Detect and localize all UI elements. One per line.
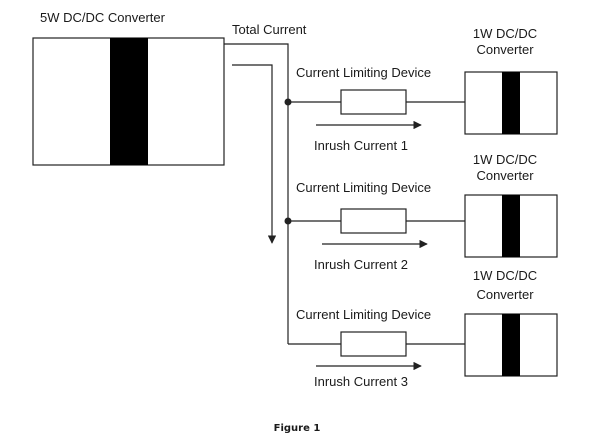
figure-caption: Figure 1 bbox=[274, 423, 321, 434]
main-converter-label: 5W DC/DC Converter bbox=[40, 10, 166, 25]
current-limiting-device-3 bbox=[340, 331, 407, 357]
current-limiting-device-2 bbox=[340, 208, 407, 234]
branch-2: Current Limiting Device 1W DC/DC Convert… bbox=[284, 152, 558, 272]
converter-2-label-line-2: Converter bbox=[476, 168, 534, 183]
converter-1-core bbox=[502, 72, 520, 134]
device-label-1: Current Limiting Device bbox=[296, 65, 431, 80]
supply-bus-wire bbox=[224, 43, 289, 344]
branch-1: Current Limiting Device 1W DC/DC Convert… bbox=[284, 26, 558, 153]
device-label-2: Current Limiting Device bbox=[296, 180, 431, 195]
converter-1-label-line-1: 1W DC/DC bbox=[473, 26, 537, 41]
current-limiting-device-1 bbox=[340, 89, 407, 115]
device-label-3: Current Limiting Device bbox=[296, 307, 431, 322]
converter-3-label-line-1: 1W DC/DC bbox=[473, 268, 537, 283]
total-current-label: Total Current bbox=[232, 22, 307, 37]
converter-3-core bbox=[502, 314, 520, 376]
converter-3-label-line-2: Converter bbox=[476, 287, 534, 302]
main-converter-core bbox=[110, 38, 148, 165]
inrush-label-1: Inrush Current 1 bbox=[314, 138, 408, 153]
total-current-arrow bbox=[232, 64, 277, 244]
branch-3: Current Limiting Device 1W DC/DC Convert… bbox=[288, 268, 558, 389]
converter-2-label-line-1: 1W DC/DC bbox=[473, 152, 537, 167]
converter-1-label-line-2: Converter bbox=[476, 42, 534, 57]
inrush-label-2: Inrush Current 2 bbox=[314, 257, 408, 272]
inrush-label-3: Inrush Current 3 bbox=[314, 374, 408, 389]
converter-2-core bbox=[502, 195, 520, 257]
